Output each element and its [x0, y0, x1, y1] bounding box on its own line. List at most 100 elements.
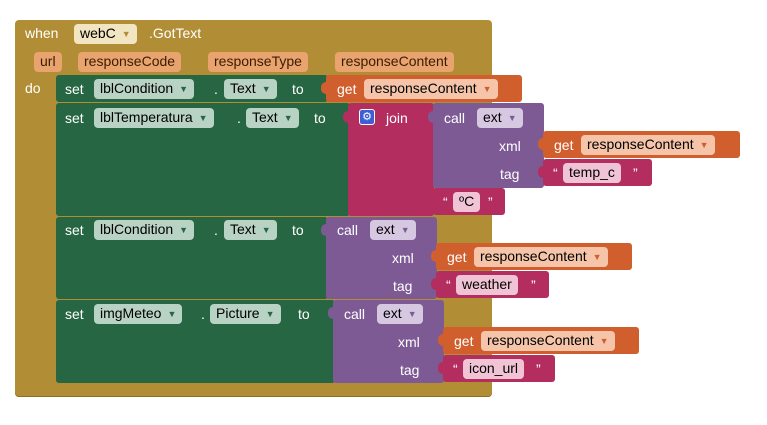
dot-separator: .	[214, 222, 218, 238]
chevron-down-icon: ▼	[167, 309, 177, 319]
close-quote: ”	[531, 277, 536, 293]
do-label: do	[25, 80, 41, 96]
property-dropdown-text[interactable]: Text▼	[224, 79, 277, 99]
socket-notch	[438, 334, 443, 346]
procedure-dropdown[interactable]: ext ▼	[377, 304, 423, 324]
variable-name: responseContent	[480, 248, 587, 264]
event-name: .GotText	[149, 25, 202, 41]
text-value[interactable]: temp_c	[563, 163, 621, 183]
component-name: webC	[80, 25, 116, 41]
call-label: call	[344, 306, 366, 322]
to-label: to	[292, 81, 304, 97]
param-responsecode[interactable]: responseCode	[78, 52, 182, 72]
chevron-down-icon: ▼	[179, 84, 189, 94]
variable-name: responseContent	[487, 332, 594, 348]
get-label: get	[337, 81, 357, 97]
procedure-dropdown[interactable]: ext ▼	[370, 220, 416, 240]
target-dropdown-imgmeteo[interactable]: imgMeteo ▼	[94, 304, 183, 324]
join-label: join	[386, 110, 408, 126]
when-label: when	[25, 25, 59, 41]
close-quote: ”	[536, 361, 541, 377]
chevron-down-icon: ▼	[699, 140, 709, 150]
property-name: Text	[252, 109, 278, 125]
open-quote: “	[553, 165, 558, 181]
xml-label: xml	[392, 250, 414, 266]
call-label: call	[444, 110, 466, 126]
variable-name: responseContent	[587, 136, 694, 152]
get-label: get	[447, 249, 467, 265]
set-label: set	[65, 306, 84, 322]
to-label: to	[292, 222, 304, 238]
chevron-down-icon: ▼	[599, 336, 609, 346]
component-dropdown[interactable]: webC ▼	[74, 24, 137, 44]
get-label: get	[554, 137, 574, 153]
socket-notch	[343, 111, 348, 123]
param-responsecontent[interactable]: responseContent	[335, 52, 454, 72]
chevron-down-icon: ▼	[507, 113, 517, 123]
target-name: lblCondition	[100, 80, 174, 96]
tag-label: tag	[500, 166, 520, 182]
target-name: lblTemperatura	[100, 109, 193, 125]
socket-notch	[431, 250, 436, 262]
property-dropdown-text[interactable]: Text ▼	[224, 220, 277, 240]
socket-notch	[538, 138, 543, 150]
close-quote: ”	[488, 194, 493, 210]
to-label: to	[298, 306, 310, 322]
target-dropdown-lblcondition[interactable]: lblCondition ▼	[94, 79, 195, 99]
dot-separator: .	[237, 110, 241, 126]
set-label: set	[65, 110, 84, 126]
gear-icon[interactable]: ⚙	[359, 109, 375, 125]
chevron-down-icon: ▼	[261, 225, 271, 235]
property-name: Picture	[216, 305, 260, 321]
chevron-down-icon: ▼	[261, 84, 271, 94]
to-label: to	[314, 110, 326, 126]
target-dropdown-lbltemperatura[interactable]: lblTemperatura ▼	[94, 108, 214, 128]
procedure-name: ext	[376, 221, 395, 237]
chevron-down-icon: ▼	[121, 29, 131, 39]
dot-separator: .	[201, 306, 205, 322]
tag-label: tag	[400, 362, 420, 378]
set-label: set	[65, 222, 84, 238]
variable-dropdown[interactable]: responseContent ▼	[474, 247, 608, 267]
property-dropdown-picture[interactable]: Picture ▼	[210, 304, 281, 324]
tag-label: tag	[393, 278, 413, 294]
socket-notch	[321, 224, 326, 236]
socket-notch	[321, 82, 326, 94]
chevron-down-icon: ▼	[407, 309, 417, 319]
procedure-name: ext	[383, 305, 402, 321]
chevron-down-icon: ▼	[265, 309, 275, 319]
chevron-down-icon: ▼	[482, 84, 492, 94]
procedure-dropdown[interactable]: ext ▼	[477, 108, 523, 128]
open-quote: “	[446, 277, 451, 293]
open-quote: “	[443, 194, 448, 210]
socket-notch	[428, 111, 433, 123]
dot-separator: .	[214, 81, 218, 97]
text-value[interactable]: weather	[456, 275, 518, 295]
variable-dropdown[interactable]: responseContent ▼	[481, 331, 615, 351]
socket-notch	[328, 307, 333, 319]
chevron-down-icon: ▼	[592, 252, 602, 262]
variable-dropdown[interactable]: responseContent▼	[364, 79, 498, 99]
target-dropdown-lblcondition[interactable]: lblCondition▼	[94, 220, 195, 240]
property-name: Text	[230, 221, 256, 237]
open-quote: “	[453, 361, 458, 377]
param-responsetype[interactable]: responseType	[208, 52, 308, 72]
xml-label: xml	[398, 334, 420, 350]
param-url[interactable]: url	[34, 52, 62, 72]
chevron-down-icon: ▼	[283, 113, 293, 123]
text-value[interactable]: ºC	[453, 192, 481, 212]
target-name: imgMeteo	[100, 305, 162, 321]
get-label: get	[454, 333, 474, 349]
call-label: call	[337, 222, 359, 238]
chevron-down-icon: ▼	[198, 113, 208, 123]
procedure-name: ext	[483, 109, 502, 125]
socket-notch	[431, 278, 436, 290]
set-label: set	[65, 81, 84, 97]
property-dropdown-text[interactable]: Text ▼	[246, 108, 299, 128]
close-quote: ”	[633, 165, 638, 181]
chevron-down-icon: ▼	[400, 225, 410, 235]
variable-dropdown[interactable]: responseContent ▼	[581, 135, 715, 155]
socket-notch	[438, 362, 443, 374]
text-value[interactable]: icon_url	[463, 359, 525, 379]
chevron-down-icon: ▼	[179, 225, 189, 235]
